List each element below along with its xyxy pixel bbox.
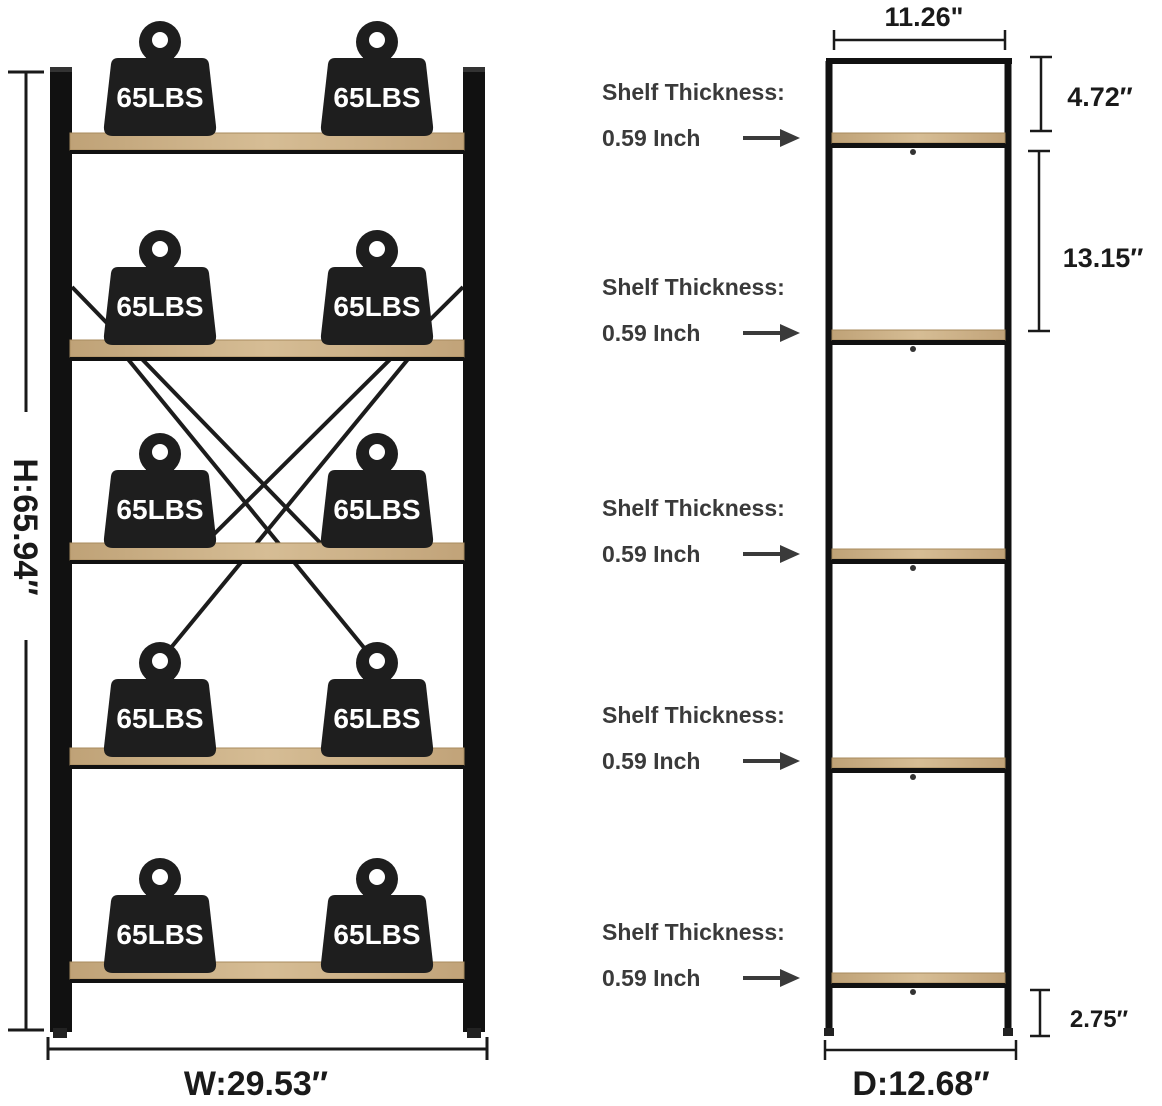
arrow-right-icon (743, 752, 800, 770)
weight-label: 65LBS (333, 919, 420, 950)
weight-icon: 65LBS (103, 433, 217, 548)
weight-label: 65LBS (116, 291, 203, 322)
weight-icon: 65LBS (103, 858, 217, 973)
weight-icon: 65LBS (103, 642, 217, 757)
shelf-thickness-note: Shelf Thickness: 0.59 Inch (602, 274, 800, 346)
weight-label: 65LBS (333, 703, 420, 734)
shelf-thickness-value: 0.59 Inch (602, 748, 700, 774)
weight-icon: 65LBS (103, 230, 217, 345)
shelf-thickness-note: Shelf Thickness: 0.59 Inch (602, 919, 800, 991)
side-shelf (831, 548, 1006, 571)
shelf-gap-label: 13.15″ (1063, 243, 1144, 273)
top-width-dimension (832, 30, 1007, 50)
weight-group: 65LBS 65LBS 65LBS 65LBS 65LBS 65LBS 65LBS 65LBS… (103, 21, 434, 973)
height-label: H:65.94″ (6, 458, 44, 595)
shelf-thickness-value: 0.59 Inch (602, 541, 700, 567)
weight-icon: 65LBS (320, 433, 434, 548)
width-label: W:29.53″ (184, 1065, 328, 1103)
side-frame (825, 58, 1012, 1032)
shelf-thickness-title: Shelf Thickness: (602, 495, 785, 521)
weight-label: 65LBS (333, 291, 420, 322)
bottom-gap-dimension (1030, 988, 1050, 1038)
bottom-gap-label: 2.75″ (1070, 1006, 1129, 1033)
arrow-right-icon (743, 324, 800, 342)
weight-icon: 65LBS (320, 230, 434, 345)
side-shelves (831, 132, 1006, 995)
depth-dimension (823, 1040, 1018, 1060)
shelf-thickness-note: Shelf Thickness: 0.59 Inch (602, 702, 800, 774)
side-shelf (831, 132, 1006, 155)
side-feet (824, 1028, 1013, 1036)
side-shelf (831, 972, 1006, 995)
shelf-thickness-note: Shelf Thickness: 0.59 Inch (602, 79, 800, 151)
weight-label: 65LBS (116, 703, 203, 734)
shelf-thickness-title: Shelf Thickness: (602, 919, 785, 945)
weight-label: 65LBS (116, 919, 203, 950)
weight-label: 65LBS (116, 494, 203, 525)
front-view: 65LBS 65LBS 65LBS 65LBS 65LBS 65LBS 65LBS 65LBS… (6, 21, 489, 1103)
arrow-right-icon (743, 969, 800, 987)
top-gap-dimension (1030, 55, 1052, 133)
shelf-thickness-note: Shelf Thickness: 0.59 Inch (602, 495, 800, 567)
front-shelves (69, 132, 465, 983)
arrow-right-icon (743, 545, 800, 563)
front-uprights (50, 67, 485, 1032)
arrow-right-icon (743, 129, 800, 147)
width-dimension (46, 1037, 489, 1060)
weight-label: 65LBS (333, 82, 420, 113)
weight-label: 65LBS (333, 494, 420, 525)
top-gap-label: 4.72″ (1067, 82, 1133, 112)
weight-label: 65LBS (116, 82, 203, 113)
shelf-thickness-value: 0.59 Inch (602, 965, 700, 991)
height-dimension (8, 70, 44, 1032)
weight-icon: 65LBS (320, 21, 434, 136)
shelf-thickness-title: Shelf Thickness: (602, 274, 785, 300)
depth-label: D:12.68″ (852, 1065, 989, 1103)
side-view: 11.26" 4.72″ 13.15″ 2.75″ D:12.68″ (602, 2, 1143, 1103)
weight-icon: 65LBS (103, 21, 217, 136)
shelf-thickness-title: Shelf Thickness: (602, 79, 785, 105)
side-shelf (831, 757, 1006, 780)
shelf-thickness-value: 0.59 Inch (602, 125, 700, 151)
weight-icon: 65LBS (320, 858, 434, 973)
side-shelf (831, 329, 1006, 352)
front-shelf (69, 132, 465, 154)
front-feet (53, 1028, 481, 1038)
shelf-gap-dimension (1028, 149, 1050, 333)
shelf-thickness-value: 0.59 Inch (602, 320, 700, 346)
shelf-thickness-title: Shelf Thickness: (602, 702, 785, 728)
top-width-label: 11.26" (885, 2, 964, 32)
weight-icon: 65LBS (320, 642, 434, 757)
